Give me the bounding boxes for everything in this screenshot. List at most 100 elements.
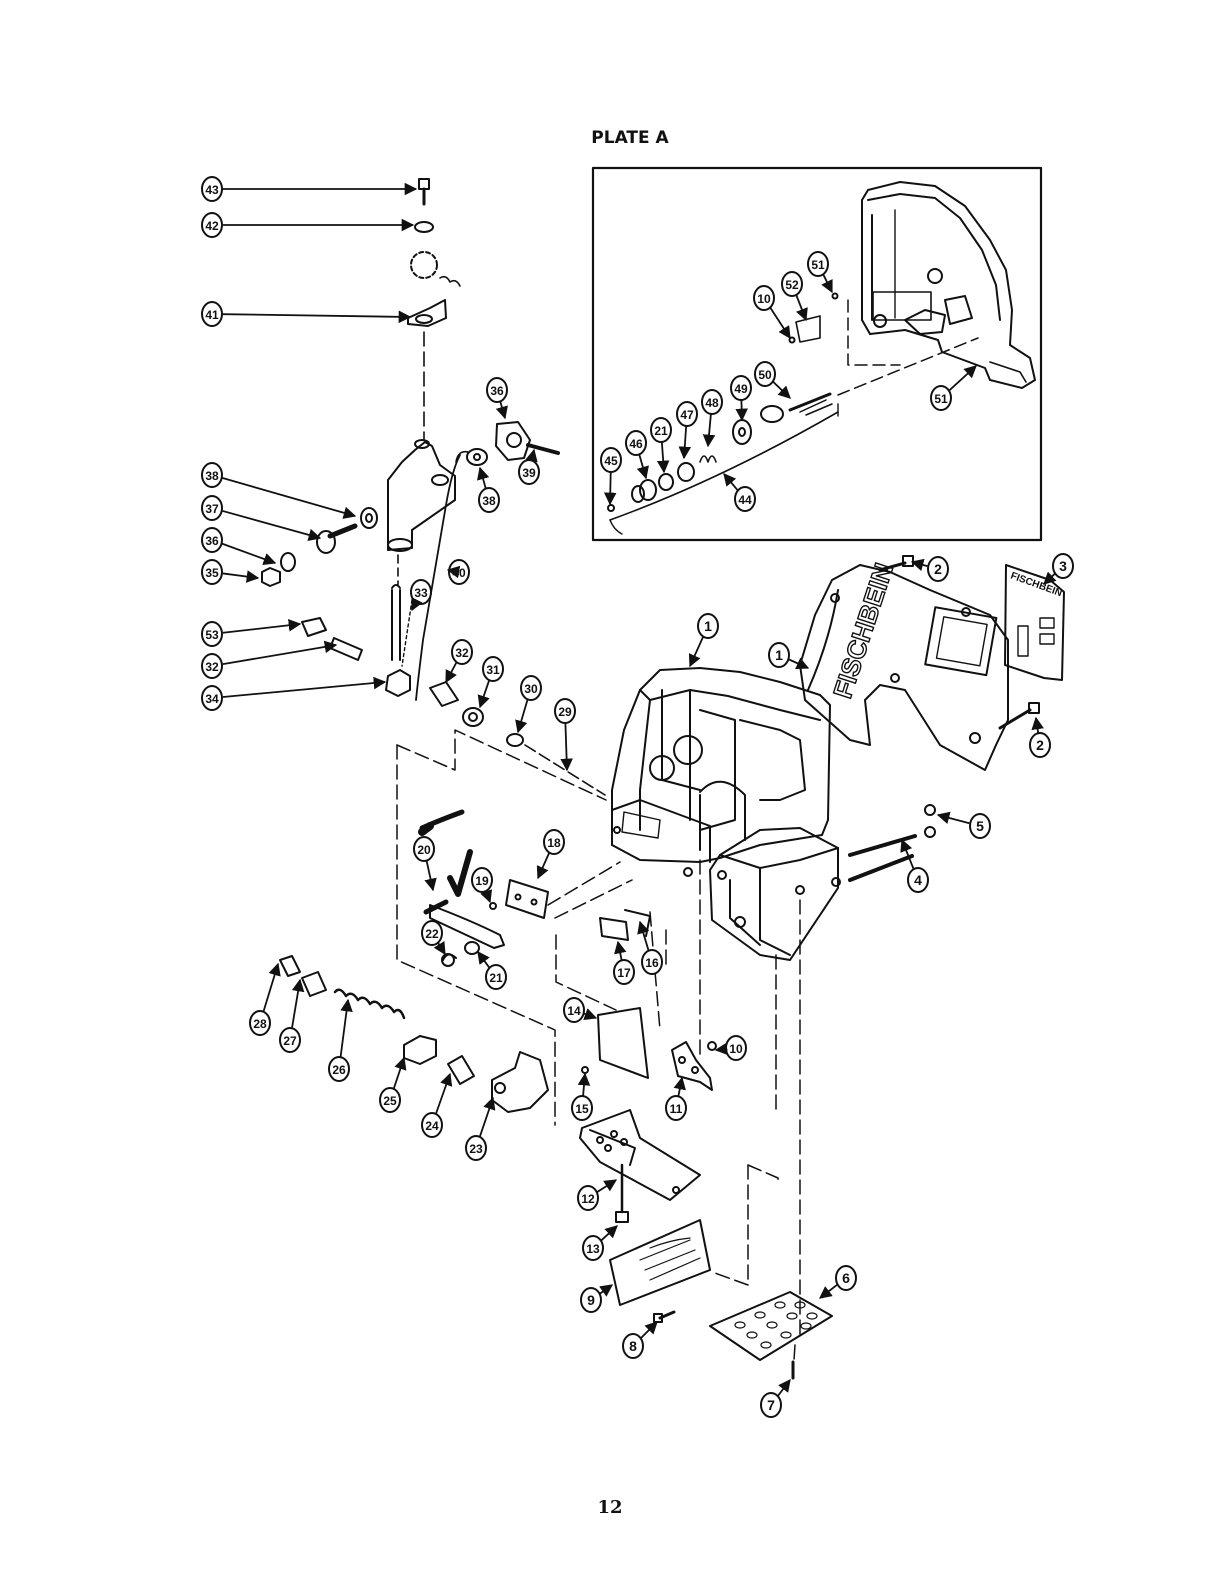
callout-label-c21a: 21 [489, 971, 503, 985]
leader-line-c50 [773, 382, 790, 398]
inset-dashed-lines [838, 300, 978, 395]
callout-label-c15: 15 [575, 1102, 589, 1116]
leader-line-c47 [684, 425, 686, 458]
callout-label-c43: 43 [205, 183, 219, 197]
check-mark-big [450, 852, 470, 894]
leader-line-c2a [912, 562, 927, 566]
callout-label-c6: 6 [842, 1270, 850, 1286]
leader-line-c37 [223, 511, 320, 538]
base-housing [710, 828, 840, 960]
leader-line-c21a [478, 952, 490, 968]
callout-label-c37: 37 [205, 502, 219, 516]
callout-label-c29: 29 [558, 705, 572, 719]
callout-label-c41: 41 [205, 308, 219, 322]
callout-label-c19: 19 [475, 874, 489, 888]
leader-line-c38a [223, 478, 355, 516]
switch-group [430, 880, 548, 966]
leader-line-c29 [565, 722, 567, 770]
front-cover [800, 565, 1008, 770]
callout-label-c13: 13 [586, 1242, 600, 1256]
callout-label-c52: 52 [785, 278, 799, 292]
leader-line-c39 [531, 450, 534, 461]
callout-label-c39: 39 [522, 466, 536, 480]
leader-line-c18a [538, 852, 550, 878]
callout-label-c28: 28 [253, 1017, 267, 1031]
leader-line-c28 [263, 964, 278, 1012]
leader-line-c26 [340, 1000, 348, 1058]
leader-line-c52 [796, 294, 806, 320]
leader-line-c21b [662, 441, 664, 472]
callout-label-c26: 26 [332, 1063, 346, 1077]
leader-line-c32a [223, 645, 336, 664]
leader-line-c1b [789, 659, 808, 668]
leader-line-c10b [770, 307, 790, 338]
leader-line-c15 [583, 1074, 585, 1097]
callout-label-c38a: 38 [205, 469, 219, 483]
leader-line-c25 [393, 1058, 404, 1090]
callout-label-c44: 44 [738, 493, 752, 507]
callout-label-c14: 14 [567, 1004, 581, 1018]
callout-label-c23: 23 [469, 1142, 483, 1156]
callout-label-c5: 5 [976, 818, 984, 834]
leader-line-c45 [610, 471, 611, 504]
foot-pad [710, 1292, 832, 1360]
lever-pin-group [262, 508, 377, 586]
callout-label-c27: 27 [283, 1034, 297, 1048]
callout-label-c48: 48 [705, 396, 719, 410]
callout-label-c42: 42 [205, 219, 219, 233]
callout-label-c12: 12 [581, 1192, 595, 1206]
leader-line-c23 [480, 1098, 493, 1138]
leader-line-c34 [223, 682, 385, 697]
leader-line-c9 [600, 1285, 612, 1294]
cover-logo: FISCHBEIN [827, 559, 899, 702]
leader-line-c7 [778, 1380, 790, 1396]
leader-line-c48 [708, 413, 711, 446]
cam-plate-36 [467, 422, 558, 465]
callout-label-c17: 17 [617, 966, 631, 980]
leader-line-c41 [223, 314, 410, 317]
callout-label-c46: 46 [629, 437, 643, 451]
leader-line-c17 [618, 942, 622, 961]
leader-line-c30 [518, 699, 528, 732]
leader-line-c51a [823, 274, 832, 292]
callout-leaders [222, 189, 1055, 1396]
screw-8 [654, 1312, 674, 1322]
leader-line-c46 [639, 454, 646, 478]
leader-line-c11 [678, 1078, 682, 1097]
callout-label-c3: 3 [1059, 558, 1067, 574]
callout-label-c32a: 32 [205, 660, 219, 674]
leader-line-c31 [480, 679, 489, 707]
plate-14 [582, 1008, 648, 1078]
callout-label-c36b: 36 [490, 384, 504, 398]
callout-label-c35: 35 [205, 566, 219, 580]
screw-bottom [1000, 703, 1039, 728]
leader-line-c51b [949, 366, 976, 391]
block-16-17 [600, 910, 650, 940]
leader-line-c2b [1036, 718, 1038, 734]
lever-arm [388, 440, 455, 551]
leader-line-c32b [446, 662, 457, 682]
page-number: 12 [580, 1497, 640, 1518]
callout-label-c8: 8 [629, 1338, 637, 1354]
callout-label-c10a: 10 [729, 1042, 743, 1056]
leader-line-c53 [223, 624, 300, 633]
callout-label-c33: 33 [414, 586, 428, 600]
callout-label-c40: 40 [452, 566, 466, 580]
leader-line-c10a [716, 1049, 725, 1050]
left-panel-outline [397, 730, 700, 1125]
inset-housing [862, 182, 1035, 388]
leader-line-c24 [436, 1074, 450, 1115]
callout-label-c22: 22 [425, 927, 439, 941]
callout-label-c45: 45 [604, 454, 618, 468]
leader-line-c35 [223, 573, 258, 578]
inset-shaft-assembly [608, 294, 838, 535]
callout-label-c2b: 2 [1036, 737, 1044, 753]
callout-label-c2a: 2 [934, 561, 942, 577]
leader-line-c44 [724, 474, 738, 491]
main-housing [612, 668, 830, 876]
callout-label-c21b: 21 [654, 424, 668, 438]
pivot-hardware [408, 179, 460, 326]
leader-line-c6 [820, 1285, 837, 1298]
